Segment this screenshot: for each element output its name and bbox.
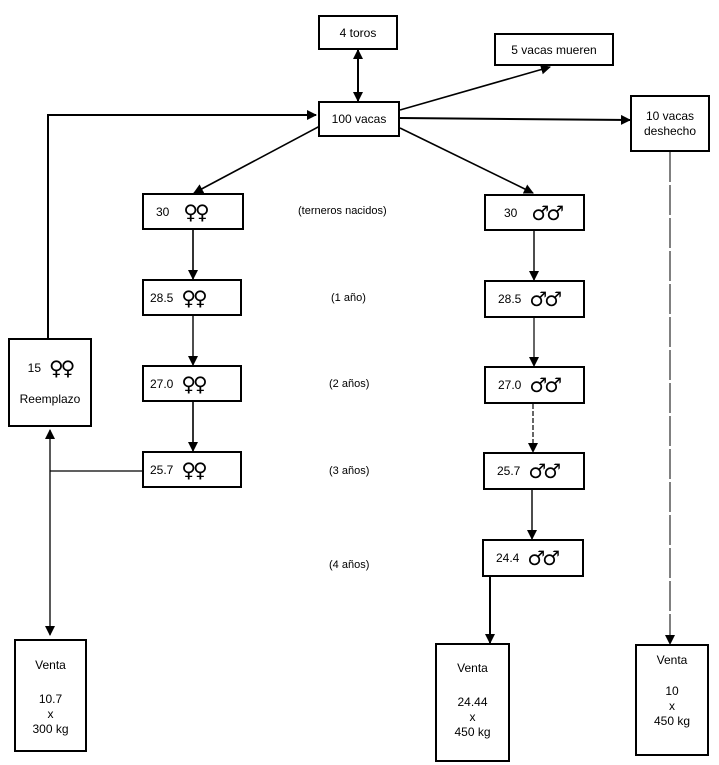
sale-title: Venta xyxy=(35,658,66,672)
culls-label-line1: 10 vacas xyxy=(645,108,695,123)
sale-count: 24.44 xyxy=(457,695,488,709)
male-count: 28.5 xyxy=(498,292,522,306)
female-count: 25.7 xyxy=(150,462,174,477)
female-symbol-icon: ♀♀ xyxy=(49,356,75,380)
male-symbol-icon: ♂♂ xyxy=(529,287,562,311)
sale-males-node: Venta 24.44 x 450 kg xyxy=(435,643,510,762)
female-count: 27.0 xyxy=(150,376,174,391)
female-symbol-icon: ♀♀ xyxy=(181,457,207,482)
deaths-label: 5 vacas mueren xyxy=(511,42,597,57)
sale-count: 10.7 xyxy=(38,692,63,706)
male-stage-2: 27.0 ♂♂ xyxy=(484,366,585,404)
replacement-count: 15 xyxy=(27,360,42,375)
sale-times: x xyxy=(469,710,476,724)
female-stage-3: 25.7 ♀♀ xyxy=(142,451,242,488)
male-count: 27.0 xyxy=(498,378,522,392)
stage-label-3yr: (3 años) xyxy=(329,465,370,477)
male-count: 30 xyxy=(504,205,518,220)
stage-label-newborn: (terneros nacidos) xyxy=(298,205,387,217)
female-symbol-icon: ♀♀ xyxy=(181,371,207,396)
sale-count: 10 xyxy=(665,684,679,698)
culls-label-line2: deshecho xyxy=(643,123,697,138)
female-count: 28.5 xyxy=(150,290,174,305)
sale-title: Venta xyxy=(656,653,688,667)
sale-culls-node: Venta 10 x 450 kg xyxy=(635,644,709,756)
cows-node: 100 vacas xyxy=(318,101,400,137)
male-stage-1: 28.5 ♂♂ xyxy=(484,280,585,318)
edge-replacement-cows xyxy=(47,110,317,338)
edge-cows-culls xyxy=(399,114,631,125)
bulls-node: 4 toros xyxy=(318,15,398,50)
edge-cows-males xyxy=(399,127,534,194)
stage-label-1yr: (1 año) xyxy=(331,292,366,304)
stage-label-2yr: (2 años) xyxy=(329,378,370,390)
sale-weight: 450 kg xyxy=(454,725,491,739)
culls-node: 10 vacas deshecho xyxy=(630,95,710,152)
cows-label: 100 vacas xyxy=(331,112,387,126)
male-symbol-icon: ♂♂ xyxy=(527,546,560,570)
replacement-label: Reemplazo xyxy=(19,392,81,406)
male-stage-4: 24.4 ♂♂ xyxy=(482,539,584,577)
sale-females-node: Venta 10.7 x 300 kg xyxy=(14,639,87,752)
female-stage-1: 28.5 ♀♀ xyxy=(142,279,242,316)
edge-cows-females xyxy=(193,125,321,194)
edge-cows-deaths xyxy=(399,64,551,111)
male-count: 25.7 xyxy=(497,464,521,478)
replacement-node: 15 ♀♀ Reemplazo xyxy=(8,338,92,427)
male-stage-0: 30 ♂♂ xyxy=(484,194,585,231)
female-count: 30 xyxy=(156,204,170,219)
female-symbol-icon: ♀♀ xyxy=(181,285,207,310)
male-symbol-icon: ♂♂ xyxy=(529,373,562,397)
bulls-label: 4 toros xyxy=(339,25,377,40)
sale-title: Venta xyxy=(457,661,488,675)
female-stage-2: 27.0 ♀♀ xyxy=(142,365,242,402)
sale-times: x xyxy=(669,699,675,713)
sale-times: x xyxy=(47,707,54,721)
male-stage-3: 25.7 ♂♂ xyxy=(483,452,585,490)
male-count: 24.4 xyxy=(496,551,520,565)
sale-weight: 300 kg xyxy=(32,722,69,736)
male-symbol-icon: ♂♂ xyxy=(528,459,561,483)
deaths-node: 5 vacas mueren xyxy=(494,33,614,66)
male-symbol-icon: ♂♂ xyxy=(531,200,564,225)
female-symbol-icon: ♀♀ xyxy=(183,199,209,224)
stage-label-4yr: (4 años) xyxy=(329,559,370,571)
female-stage-0: 30 ♀♀ xyxy=(142,193,244,230)
sale-weight: 450 kg xyxy=(653,714,691,728)
